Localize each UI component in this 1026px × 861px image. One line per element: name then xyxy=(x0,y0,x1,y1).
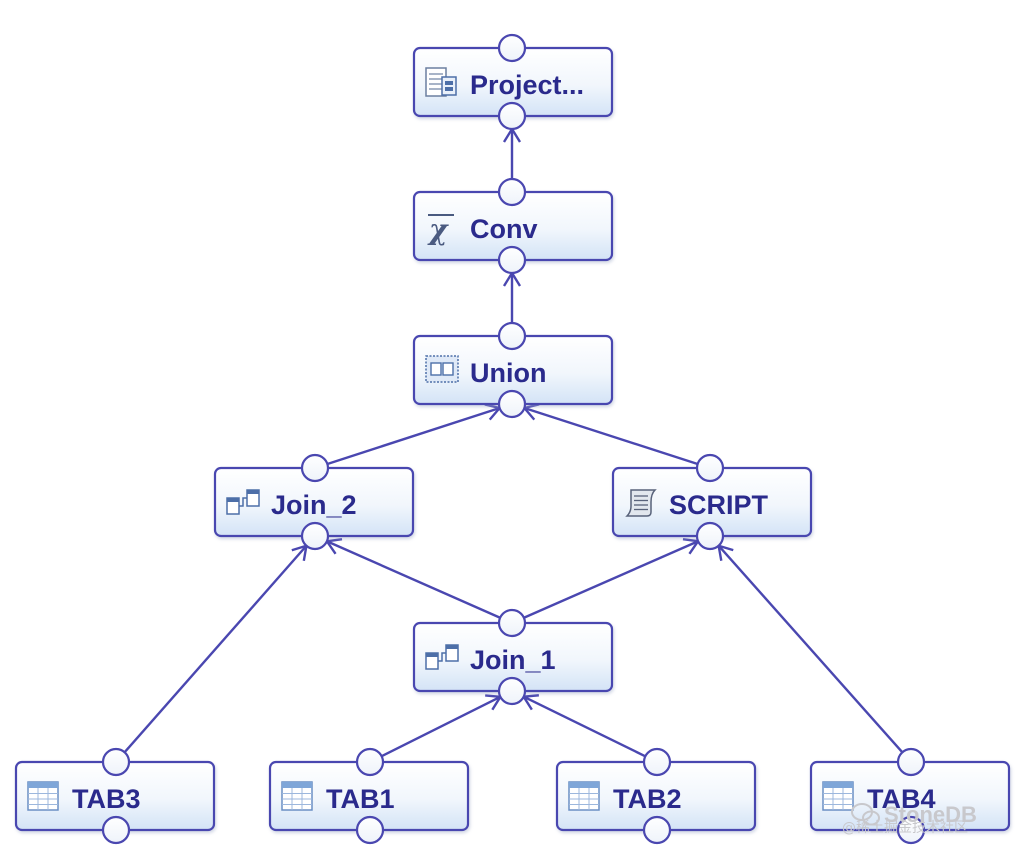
output-port[interactable] xyxy=(695,521,725,551)
input-port[interactable] xyxy=(497,608,527,638)
ports-layer xyxy=(101,33,926,845)
node-label: TAB4 xyxy=(867,784,936,814)
table-icon xyxy=(568,781,600,811)
node-label: TAB2 xyxy=(613,784,682,814)
node-label: SCRIPT xyxy=(669,490,769,520)
formula-icon: χ xyxy=(427,213,454,246)
output-port[interactable] xyxy=(101,815,131,845)
input-port[interactable] xyxy=(497,177,527,207)
edge-tab1-to-join_1 xyxy=(381,694,502,758)
join-icon xyxy=(425,644,459,670)
input-port[interactable] xyxy=(497,33,527,63)
edge-join_2-to-union xyxy=(326,403,501,466)
input-port[interactable] xyxy=(101,747,131,777)
edge-tab3-to-join_2 xyxy=(123,544,308,754)
output-port[interactable] xyxy=(355,815,385,845)
node-label: Union xyxy=(470,358,546,388)
projection-icon xyxy=(425,67,457,97)
edge-tab2-to-join_1 xyxy=(522,694,646,758)
join-icon xyxy=(226,489,260,515)
input-port[interactable] xyxy=(896,747,926,777)
table-icon xyxy=(27,781,59,811)
input-port[interactable] xyxy=(355,747,385,777)
edges-layer xyxy=(123,127,904,758)
node-label: Join_2 xyxy=(271,490,357,520)
edge-union-to-conv xyxy=(502,271,522,323)
union-icon xyxy=(425,355,459,383)
node-label: Conv xyxy=(470,214,538,244)
table-icon xyxy=(281,781,313,811)
node-tab3[interactable]: TAB3 xyxy=(14,760,216,832)
watermark: StoneDB @稀土掘金技术社区 xyxy=(842,802,977,836)
output-port[interactable] xyxy=(497,389,527,419)
node-label: Join_1 xyxy=(470,645,556,675)
output-port[interactable] xyxy=(497,101,527,131)
watermark-sub: @稀土掘金技术社区 xyxy=(842,820,968,836)
script-icon xyxy=(625,489,657,517)
edge-join_1-to-join_2 xyxy=(325,537,501,619)
node-tab1[interactable]: TAB1 xyxy=(268,760,470,832)
output-port[interactable] xyxy=(497,245,527,275)
output-port[interactable] xyxy=(642,815,672,845)
node-conv[interactable]: χ Conv xyxy=(412,190,614,262)
svg-text:χ: χ xyxy=(427,213,449,246)
edge-tab4-to-script xyxy=(717,544,904,754)
input-port[interactable] xyxy=(695,453,725,483)
input-port[interactable] xyxy=(642,747,672,777)
node-label: TAB1 xyxy=(326,784,395,814)
input-port[interactable] xyxy=(497,321,527,351)
output-port[interactable] xyxy=(497,676,527,706)
node-script[interactable]: SCRIPT xyxy=(611,466,813,538)
output-port[interactable] xyxy=(896,815,926,845)
node-union[interactable]: Union xyxy=(412,334,614,406)
edge-script-to-union xyxy=(523,403,698,466)
wechat-icon xyxy=(851,803,880,826)
watermark-brand: StoneDB xyxy=(884,802,977,827)
output-port[interactable] xyxy=(300,521,330,551)
edge-join_1-to-script xyxy=(523,537,700,619)
table-icon xyxy=(822,781,854,811)
node-label: Project... xyxy=(470,70,584,100)
input-port[interactable] xyxy=(300,453,330,483)
node-label: TAB3 xyxy=(72,784,141,814)
edge-conv-to-project xyxy=(502,127,522,179)
